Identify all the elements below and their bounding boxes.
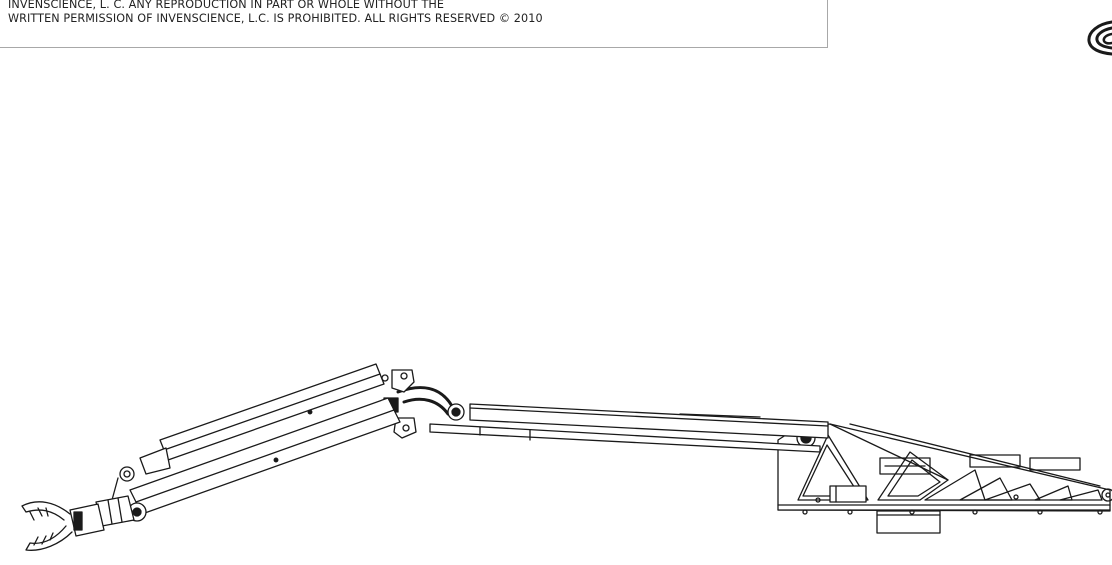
elbow-joint <box>384 370 464 438</box>
gripper-claw <box>22 502 104 550</box>
base-frame <box>778 424 1112 533</box>
forearm-cylinder-upper <box>140 364 388 474</box>
copyright-notice-box: INVENSCIENCE, L. C. ANY REPRODUCTION IN … <box>0 0 828 48</box>
copyright-notice-line-1: INVENSCIENCE, L. C. ANY REPRODUCTION IN … <box>8 0 445 11</box>
copyright-notice-line-2: WRITTEN PERMISSION OF INVENSCIENCE, L.C.… <box>8 12 543 25</box>
main-boom <box>470 404 828 438</box>
boom-cylinder <box>430 424 820 452</box>
company-logo-fragment-icon <box>1089 22 1112 54</box>
